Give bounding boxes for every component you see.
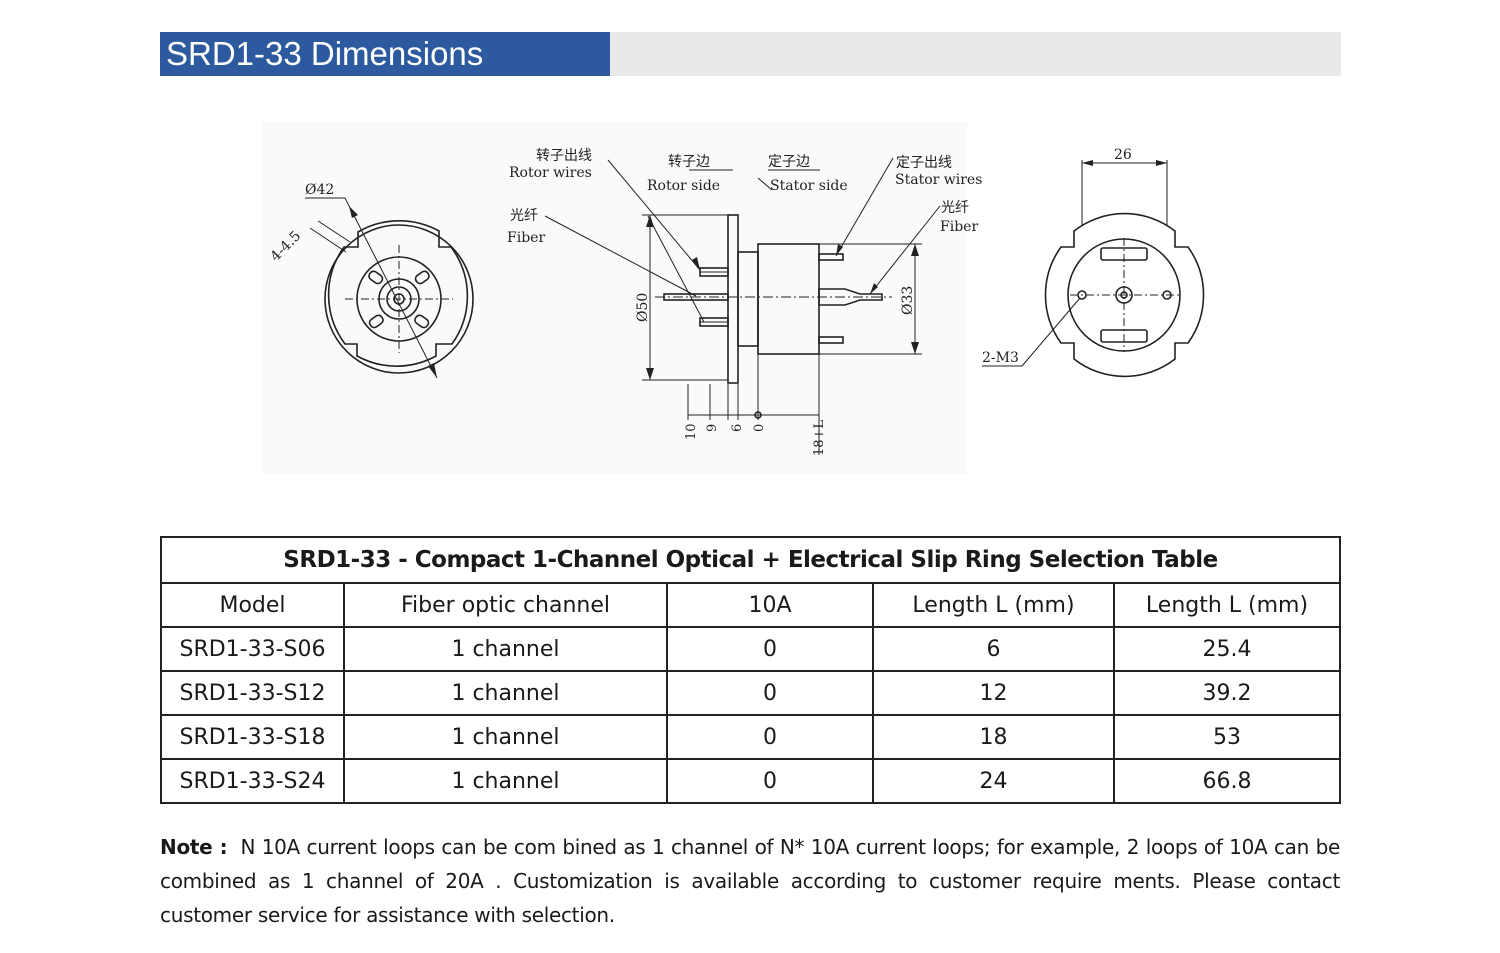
cell-10a: 0	[666, 626, 874, 672]
header-fiber-channel: Fiber optic channel	[343, 582, 668, 628]
header-length-1: Length L (mm)	[872, 582, 1115, 628]
dim-6: 6	[730, 424, 745, 432]
cell-length-total: 39.2	[1113, 670, 1341, 716]
side-view	[544, 157, 941, 455]
dim-0: 0	[752, 424, 767, 432]
header-10a: 10A	[666, 582, 874, 628]
cell-model: SRD1-33-S06	[160, 626, 345, 672]
dimension-drawing: Ø42 4-4.5	[268, 147, 1205, 456]
back-width-label: 26	[1114, 147, 1132, 163]
table-row: SRD1-33-S12 1 channel 0 12 39.2	[160, 670, 1341, 716]
dia-50-label: Ø50	[635, 293, 651, 322]
page-title: SRD1-33 Dimensions	[160, 32, 610, 76]
rotor-wires-cn: 转子出线	[536, 148, 592, 164]
cell-10a: 0	[666, 758, 874, 804]
stator-side-cn: 定子边	[768, 154, 810, 170]
cell-fiber: 1 channel	[343, 670, 668, 716]
note-label: Note :	[160, 835, 228, 859]
cell-length-total: 53	[1113, 714, 1341, 760]
cell-length: 24	[872, 758, 1115, 804]
stator-side-en: Stator side	[770, 178, 848, 194]
dim-18l: 18+L	[812, 420, 827, 456]
table-caption: SRD1-33 - Compact 1-Channel Optical + El…	[160, 536, 1341, 584]
dia-33-label: Ø33	[900, 286, 916, 315]
cell-length: 12	[872, 670, 1115, 716]
stator-wires-cn: 定子出线	[896, 155, 952, 171]
rotor-wires-en: Rotor wires	[509, 165, 592, 181]
rotor-side-en: Rotor side	[647, 178, 720, 194]
cell-model: SRD1-33-S12	[160, 670, 345, 716]
cell-model: SRD1-33-S24	[160, 758, 345, 804]
fiber-right-en: Fiber	[940, 219, 978, 235]
note-text: N 10A current loops can be com bined as …	[160, 835, 1340, 927]
header-length-2: Length L (mm)	[1113, 582, 1341, 628]
dim-10: 10	[684, 423, 699, 440]
cell-length: 18	[872, 714, 1115, 760]
cell-length: 6	[872, 626, 1115, 672]
back-thread-label: 2-M3	[982, 350, 1019, 366]
cell-length-total: 66.8	[1113, 758, 1341, 804]
front-slot-label: 4-4.5	[268, 228, 305, 265]
table-header-row: Model Fiber optic channel 10A Length L (…	[160, 582, 1341, 628]
selection-table: SRD1-33 - Compact 1-Channel Optical + El…	[160, 536, 1341, 804]
header-model: Model	[160, 582, 345, 628]
fiber-left-en: Fiber	[507, 230, 545, 246]
back-view	[982, 160, 1205, 378]
cell-fiber: 1 channel	[343, 758, 668, 804]
cell-10a: 0	[666, 670, 874, 716]
front-dia-label: Ø42	[305, 182, 334, 198]
selection-note: Note : N 10A current loops can be com bi…	[160, 830, 1340, 932]
cell-length-total: 25.4	[1113, 626, 1341, 672]
cell-10a: 0	[666, 714, 874, 760]
table-row: SRD1-33-S06 1 channel 0 6 25.4	[160, 626, 1341, 672]
table-row: SRD1-33-S18 1 channel 0 18 53	[160, 714, 1341, 760]
rotor-side-cn: 转子边	[668, 154, 710, 170]
fiber-left-cn: 光纤	[510, 208, 538, 224]
cell-model: SRD1-33-S18	[160, 714, 345, 760]
cell-fiber: 1 channel	[343, 714, 668, 760]
cell-fiber: 1 channel	[343, 626, 668, 672]
stator-wires-en: Stator wires	[895, 172, 982, 188]
fiber-right-cn: 光纤	[941, 200, 969, 216]
front-view	[305, 197, 474, 379]
dim-9: 9	[705, 424, 720, 432]
table-row: SRD1-33-S24 1 channel 0 24 66.8	[160, 758, 1341, 804]
